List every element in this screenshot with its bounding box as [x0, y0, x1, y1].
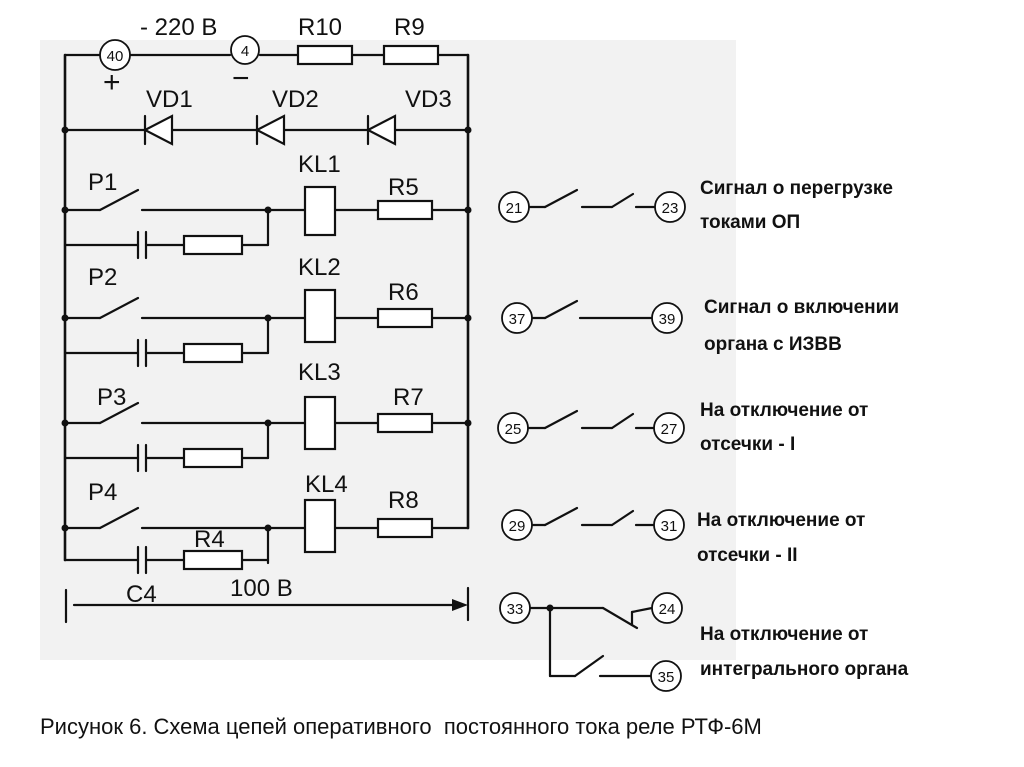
- terminal-31: [653, 509, 685, 541]
- label-minus: −: [232, 62, 250, 95]
- desc-29-31-line1: На отключение от: [697, 510, 865, 531]
- terminal-33: [499, 592, 531, 624]
- label-r6: R6: [388, 279, 419, 306]
- label-voltage-220: - 220 В: [140, 14, 217, 41]
- label-kl4: KL4: [305, 471, 348, 498]
- terminal-25-number: 25: [505, 421, 522, 438]
- terminal-29-number: 29: [509, 518, 526, 535]
- terminal-24-number: 24: [659, 601, 676, 618]
- label-r4: R4: [194, 526, 225, 553]
- figure-caption: Рисунок 6. Схема цепей оперативного пост…: [40, 714, 762, 739]
- terminal-29: [501, 509, 533, 541]
- label-p4: P4: [88, 479, 117, 506]
- desc-21-23-line1: Сигнал о перегрузке: [700, 178, 893, 199]
- desc-37-39-line2: органа с ИЗВВ: [704, 334, 842, 355]
- resistor-branch3: [182, 447, 244, 469]
- label-p1: P1: [88, 169, 117, 196]
- label-kl3: KL3: [298, 359, 341, 386]
- resistor-r6: [376, 307, 434, 329]
- label-kl1: KL1: [298, 151, 341, 178]
- contact-row-25-27: [526, 409, 656, 430]
- terminal-23: [654, 191, 686, 223]
- voltage-100v-arrow: [64, 586, 470, 624]
- terminal-35: [650, 660, 682, 692]
- label-r5: R5: [388, 174, 419, 201]
- terminal-4: [230, 35, 260, 65]
- resistor-r9: [382, 44, 440, 66]
- terminal-37: [501, 302, 533, 334]
- label-p3: P3: [97, 384, 126, 411]
- terminal-27-number: 27: [661, 421, 678, 438]
- label-r8: R8: [388, 487, 419, 514]
- contact-row-37-39: [530, 299, 653, 320]
- scan-background: [40, 40, 736, 660]
- label-plus: +: [103, 66, 121, 99]
- relay-coil-kl4: [303, 498, 337, 554]
- resistor-r10: [296, 44, 354, 66]
- terminal-31-number: 31: [661, 518, 678, 535]
- label-p2: P2: [88, 264, 117, 291]
- resistor-branch1: [182, 234, 244, 256]
- diode-vd2: [254, 114, 286, 146]
- label-kl2: KL2: [298, 254, 341, 281]
- supply-wiring: [63, 53, 470, 562]
- desc-25-27-line1: На отключение от: [700, 400, 868, 421]
- resistor-r5: [376, 199, 434, 221]
- terminal-40-number: 40: [107, 48, 124, 65]
- label-c4: C4: [126, 581, 157, 608]
- relay-coil-kl1: [303, 185, 337, 237]
- label-r7: R7: [393, 384, 424, 411]
- terminal-21-number: 21: [506, 200, 523, 217]
- resistor-r7: [376, 412, 434, 434]
- diode-vd3: [365, 114, 397, 146]
- desc-29-31-line2: отсечки - II: [697, 545, 798, 566]
- branch-kl1: [61, 188, 472, 260]
- terminal-33-number: 33: [507, 601, 524, 618]
- terminal-21: [498, 191, 530, 223]
- terminal-27: [653, 412, 685, 444]
- terminal-39: [651, 302, 683, 334]
- desc-37-39-line1: Сигнал о включении: [704, 297, 899, 318]
- terminal-25: [497, 412, 529, 444]
- branch-kl3: [61, 401, 472, 473]
- label-r10: R10: [298, 14, 342, 41]
- branch-kl2: [61, 296, 472, 368]
- contact-row-21-23: [527, 188, 657, 209]
- diode-vd1: [142, 114, 174, 146]
- branch-kl4: [61, 506, 470, 575]
- label-voltage-100: 100 В: [230, 575, 293, 602]
- terminal-39-number: 39: [659, 311, 676, 328]
- relay-coil-kl2: [303, 288, 337, 344]
- terminal-35-number: 35: [658, 669, 675, 686]
- label-vd1: VD1: [146, 86, 193, 113]
- terminal-40: [99, 39, 131, 71]
- desc-21-23-line2: токами ОП: [700, 212, 800, 233]
- contact-row-33-24-35: [528, 604, 654, 678]
- terminal-37-number: 37: [509, 311, 526, 328]
- relay-coil-kl3: [303, 395, 337, 451]
- contact-row-29-31: [530, 506, 656, 527]
- terminal-4-number: 4: [241, 43, 249, 60]
- desc-33-35-line1: На отключение от: [700, 624, 868, 645]
- desc-33-35-line2: интегрального органа: [700, 659, 909, 680]
- terminal-23-number: 23: [662, 200, 679, 217]
- resistor-r8: [376, 517, 434, 539]
- resistor-branch2: [182, 342, 244, 364]
- label-vd3: VD3: [405, 86, 452, 113]
- label-r9: R9: [394, 14, 425, 41]
- desc-25-27-line2: отсечки - I: [700, 434, 795, 455]
- terminal-24: [651, 592, 683, 624]
- label-vd2: VD2: [272, 86, 319, 113]
- resistor-r4: [182, 549, 244, 571]
